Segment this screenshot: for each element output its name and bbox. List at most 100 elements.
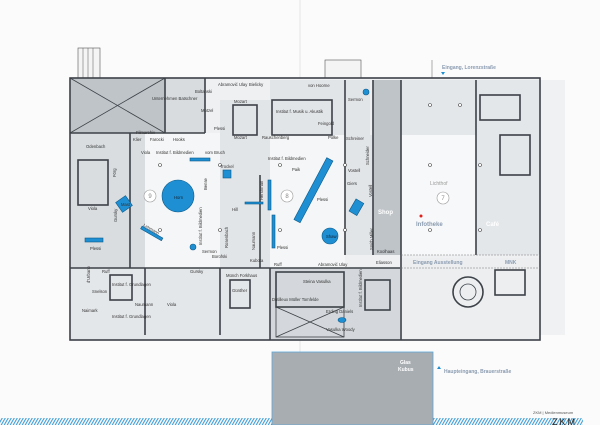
footer-stripes-right bbox=[433, 418, 583, 425]
lichthof-label: Lichthof bbox=[430, 181, 448, 187]
room-labels: Unternehmen Batschner Boltanski Abramovi… bbox=[82, 82, 394, 332]
room-label: vom Bruch bbox=[205, 150, 226, 155]
room-label: Münch Forkhaus bbox=[226, 273, 257, 278]
paik-strip bbox=[267, 179, 272, 211]
room-label: Plessi bbox=[317, 197, 328, 202]
vasulka-installation bbox=[337, 317, 347, 323]
room-label: Hooks bbox=[173, 137, 185, 142]
room-label: Odenbach bbox=[86, 144, 106, 149]
room-label: Feingold bbox=[318, 121, 335, 126]
lichthof-number-9: 9 bbox=[148, 194, 152, 200]
glas-kubus: Glas Kubus bbox=[271, 351, 434, 425]
shop-label: Shop bbox=[378, 210, 393, 216]
room-label: Gursky bbox=[190, 269, 204, 274]
sermon-dot bbox=[189, 243, 197, 251]
room-label: Horn bbox=[174, 195, 184, 200]
room-label: Viola bbox=[88, 206, 98, 211]
room-label: Abramović Ulay bbox=[218, 82, 248, 87]
lichthof-markers: 9 8 7 bbox=[143, 189, 450, 205]
room-label: Erding Daniels bbox=[326, 309, 353, 314]
room-label: Steina Vasulka bbox=[303, 279, 331, 284]
room-label: Institut f. Grundlagen bbox=[112, 282, 152, 287]
trockel-box bbox=[222, 169, 232, 179]
room-label: von Hoorne bbox=[308, 83, 330, 88]
entrances: Eingang, Lorenzstraße Eingang Ausstellun… bbox=[413, 65, 517, 375]
room-label: Institut f. Bildmedien bbox=[156, 150, 194, 155]
room-label: Unternehmen Batschner bbox=[152, 96, 198, 101]
cafe-label: Café bbox=[486, 222, 500, 228]
plessi-bar-left bbox=[84, 237, 104, 243]
room-label: Boltanski bbox=[195, 89, 212, 94]
room-label: Shaw bbox=[326, 234, 337, 239]
room-label: Trockel bbox=[220, 164, 234, 169]
glas-kubus-label: Glas bbox=[400, 360, 411, 366]
room-label: Naimark bbox=[82, 308, 98, 313]
room-label: Rosenbach bbox=[224, 226, 229, 248]
room-label: Institut f. Bildmedien bbox=[358, 269, 363, 307]
room-label: Viola bbox=[167, 302, 177, 307]
room-label: Borofski bbox=[212, 254, 227, 259]
zone-labels: Shop Infotheke Café Lichthof bbox=[378, 181, 500, 228]
room-label: Sermon bbox=[348, 97, 363, 102]
room-label: Schreiner bbox=[346, 136, 365, 141]
lichthof-number-8: 8 bbox=[285, 194, 289, 200]
room-label: Hill bbox=[232, 207, 238, 212]
entrance-ausstellung: Eingang Ausstellung bbox=[413, 260, 463, 266]
room-label: Schneider bbox=[365, 146, 370, 165]
room-label: Farocki bbox=[150, 137, 164, 142]
room-label: Bielicky bbox=[249, 82, 264, 87]
entrance-mnk: MNK bbox=[505, 260, 517, 266]
top-stairs bbox=[77, 47, 433, 135]
room-label: Vostell bbox=[368, 185, 373, 197]
plessi-diagonal bbox=[293, 157, 334, 224]
room-label: Abramović Ulay bbox=[318, 262, 348, 267]
room-label: Vostell bbox=[348, 168, 360, 173]
room-label: Klier bbox=[133, 137, 142, 142]
room-label: Eliasson bbox=[376, 260, 392, 265]
room-label: Giers bbox=[347, 181, 357, 186]
room-label: Institut f. Bildmedien bbox=[198, 207, 203, 245]
room-label: Institut f. Bildmedien bbox=[268, 156, 306, 161]
lehmann-bar bbox=[140, 225, 164, 242]
installations bbox=[84, 88, 423, 323]
glas-kubus-label: Kubus bbox=[398, 367, 414, 373]
room-label: Filmarchiv bbox=[136, 130, 156, 135]
room-label: Dutilleux Müller Tomfelde bbox=[272, 297, 319, 302]
room-label: Smith Miller bbox=[369, 228, 374, 250]
room-label: Bense bbox=[203, 177, 208, 190]
room-label: Plessi bbox=[214, 126, 225, 131]
walkie-box bbox=[348, 198, 365, 216]
room-label: Günther bbox=[232, 288, 248, 293]
walls bbox=[69, 77, 541, 341]
room-label: Ruff bbox=[274, 262, 282, 267]
room-label: Koolhaas bbox=[377, 249, 394, 254]
room-label: Institut f. Grundlagen bbox=[112, 314, 152, 319]
room-label: Sermon bbox=[202, 249, 217, 254]
footer-publisher: ZKM | Medienmuseum bbox=[533, 410, 574, 415]
sermon-top-dot bbox=[362, 88, 370, 96]
infotheke-label: Infotheke bbox=[416, 222, 443, 228]
room-label: Kubota bbox=[250, 258, 264, 263]
shaw-installation bbox=[321, 227, 339, 245]
columns bbox=[158, 103, 482, 232]
lichthof-number-7: 7 bbox=[441, 196, 445, 202]
room-label: Naumann bbox=[251, 231, 256, 250]
room-label: Viola bbox=[141, 150, 151, 155]
room-label: Naumann bbox=[135, 302, 154, 307]
room-label: Gursky bbox=[113, 208, 118, 222]
room-label: Mozart bbox=[234, 99, 248, 104]
room-label: Hershman bbox=[259, 180, 264, 200]
hill-bar bbox=[244, 201, 264, 205]
plessi-vertical bbox=[271, 214, 276, 249]
room-label: Rauschenberg bbox=[262, 135, 290, 140]
entrance-haupteingang: Haupteingang, Brauerstraße bbox=[444, 369, 511, 375]
room-label: Plessi bbox=[90, 246, 101, 251]
room-label: Plessi bbox=[277, 245, 288, 250]
room-label: Mozart bbox=[234, 135, 248, 140]
vom-bruch-bar bbox=[189, 157, 211, 162]
room-label: Förg bbox=[112, 168, 117, 177]
room-label: Institut f. Musik u. Akustik bbox=[276, 109, 324, 114]
room-label: Ruff bbox=[102, 269, 110, 274]
mast-installation bbox=[115, 195, 133, 213]
